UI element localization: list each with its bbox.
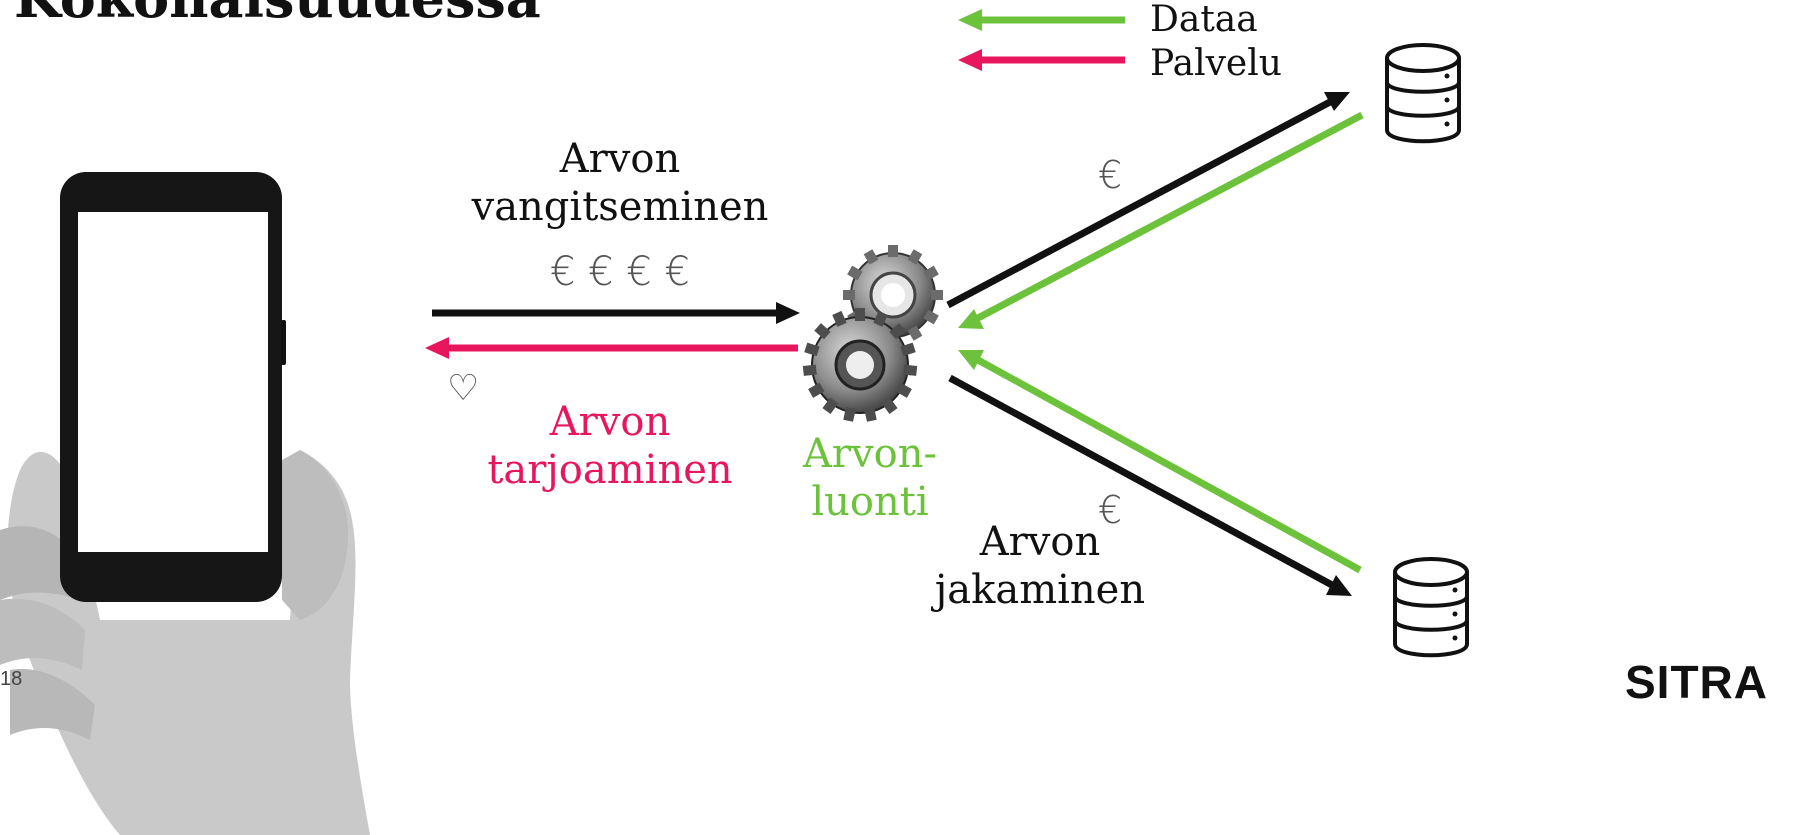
lower-share-arrow [948,374,1352,596]
capture-label-line2: vangitseminen [471,184,769,230]
legend-service-label: Palvelu [1150,43,1282,84]
phone-in-hand-icon [0,172,370,835]
capture-arrow [432,302,800,324]
offer-arrow [425,337,798,359]
euro-upper: € [1098,153,1123,197]
lower-data-arrow [958,350,1362,574]
legend-service-arrow [958,49,1125,71]
offer-label-line1: Arvon [549,399,671,445]
legend-data-label: Dataa [1150,0,1258,40]
upper-data-arrow [958,111,1364,329]
upper-share-arrow [946,92,1350,309]
sitra-logo: SITRA [1625,656,1768,708]
euro-lower: € [1098,488,1123,532]
capture-currency: € € € € [550,249,690,295]
sharing-label-line2: jakaminen [934,567,1146,613]
gears-icon [802,245,943,422]
title-fragment: Kokonaisuudessa [14,0,541,30]
sharing-label-line1: Arvon [979,519,1101,565]
legend-data-arrow [958,9,1125,31]
page-number: 18 [0,668,23,690]
heart-icon: ♡ [447,368,480,409]
creation-label-line1: Arvon- [803,431,937,477]
database-icon [1385,43,1461,144]
database-icon [1393,557,1469,658]
offer-label-line2: tarjoaminen [487,447,733,493]
creation-label-line2: luonti [811,479,929,525]
capture-label-line1: Arvon [559,136,681,182]
